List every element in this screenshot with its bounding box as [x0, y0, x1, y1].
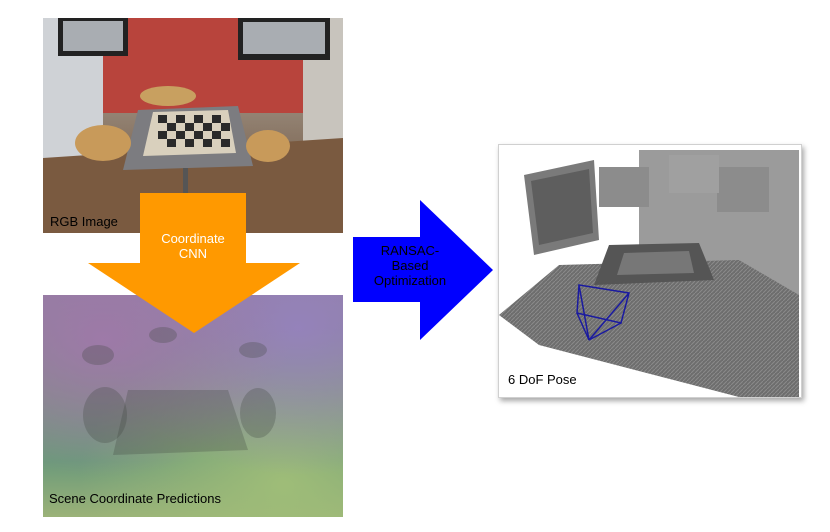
ransac-label-line2: Based: [391, 258, 429, 273]
scene-coordinate-label: Scene Coordinate Predictions: [49, 491, 221, 506]
cnn-arrow-label: Coordinate CNN: [140, 231, 246, 261]
rgb-image-panel: RGB Image: [43, 18, 343, 233]
cnn-arrow: [88, 193, 300, 333]
scene-coordinate-panel: Scene Coordinate Predictions: [43, 295, 343, 517]
rgb-photo: [43, 18, 343, 233]
cnn-label-line1: Coordinate: [161, 231, 225, 246]
rgb-image-label: RGB Image: [50, 214, 118, 229]
scene-coordinate-map: [82, 327, 276, 455]
ransac-label-line3: Optimization: [373, 273, 447, 288]
cnn-label-line2: CNN: [178, 246, 208, 261]
ransac-arrow-label: RANSAC- Based Optimization: [345, 243, 475, 288]
ransac-arrow: [353, 200, 493, 340]
3d-reconstruction: [499, 150, 799, 397]
pose-label: 6 DoF Pose: [508, 372, 577, 387]
model-panel: 6 DoF Pose: [498, 144, 802, 398]
camera-frustum: [576, 284, 630, 341]
ransac-label-line1: RANSAC-: [380, 243, 440, 258]
